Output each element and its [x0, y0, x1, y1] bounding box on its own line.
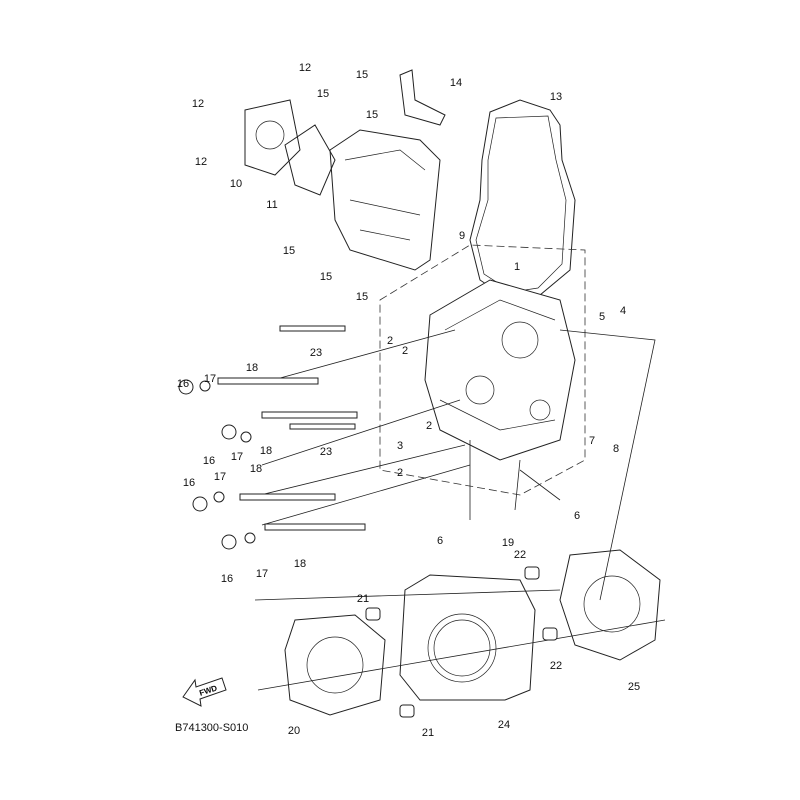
callout: 11	[266, 199, 277, 211]
callout: 25	[628, 681, 640, 693]
callout: 7	[589, 435, 595, 447]
callout: 4	[620, 305, 626, 317]
callout: 2	[426, 420, 432, 432]
diagram-code: B741300-S010	[175, 722, 248, 734]
callout: 15	[356, 69, 368, 81]
callout-labels: 12 12 12 10 11 15 14 15 15 13 9 15 15 15…	[177, 62, 640, 739]
callout: 22	[514, 549, 526, 561]
cylinder-base-gasket	[284, 614, 386, 716]
tappet-cover	[244, 99, 301, 176]
callout: 14	[450, 77, 462, 89]
callout: 18	[294, 558, 306, 570]
callout: 16	[203, 455, 215, 467]
callout: 18	[260, 445, 272, 457]
callout: 12	[195, 156, 207, 168]
callout: 9	[459, 230, 465, 242]
callout: 17	[214, 471, 226, 483]
callout: 8	[613, 443, 619, 455]
cylinder	[399, 574, 536, 701]
callout: 5	[599, 311, 605, 323]
cylinder-head-gasket	[559, 549, 661, 661]
callout: 1	[514, 261, 520, 273]
callout: 23	[310, 347, 322, 359]
callout: 18	[250, 463, 262, 475]
callout: 21	[422, 727, 434, 739]
callout: 15	[317, 88, 329, 100]
callout: 12	[299, 62, 311, 74]
callout: 15	[283, 245, 295, 257]
callout: 2	[387, 335, 393, 347]
callout: 17	[231, 451, 243, 463]
dowel-pins	[365, 566, 558, 718]
studs	[217, 325, 366, 531]
head-cover-gasket	[469, 99, 576, 301]
callout: 6	[574, 510, 580, 522]
callout: 15	[366, 109, 378, 121]
fwd-arrow-icon: FWD	[182, 677, 227, 707]
cylinder-head-cover	[329, 129, 441, 271]
callout: 13	[550, 91, 562, 103]
callout: 22	[550, 660, 562, 672]
nuts-washers	[178, 379, 256, 550]
callout: 24	[498, 719, 510, 731]
callout: 17	[256, 568, 268, 580]
bracket	[399, 69, 446, 126]
callout: 15	[356, 291, 368, 303]
callout: 2	[402, 345, 408, 357]
callout: 16	[177, 378, 189, 390]
cylinder-head	[424, 279, 576, 461]
callout: 21	[357, 593, 369, 605]
callout: 19	[502, 537, 514, 549]
callout: 17	[204, 373, 216, 385]
callout: 10	[230, 178, 242, 190]
callout: 20	[288, 725, 300, 737]
callout: 16	[183, 477, 195, 489]
callout: 12	[192, 98, 204, 110]
callout: 6	[437, 535, 443, 547]
tappet-cover-gasket	[284, 124, 336, 196]
callout: 16	[221, 573, 233, 585]
callout: 23	[320, 446, 332, 458]
callout: 3	[397, 440, 403, 452]
callout: 18	[246, 362, 258, 374]
callout: 15	[320, 271, 332, 283]
callout: 2	[397, 467, 403, 479]
